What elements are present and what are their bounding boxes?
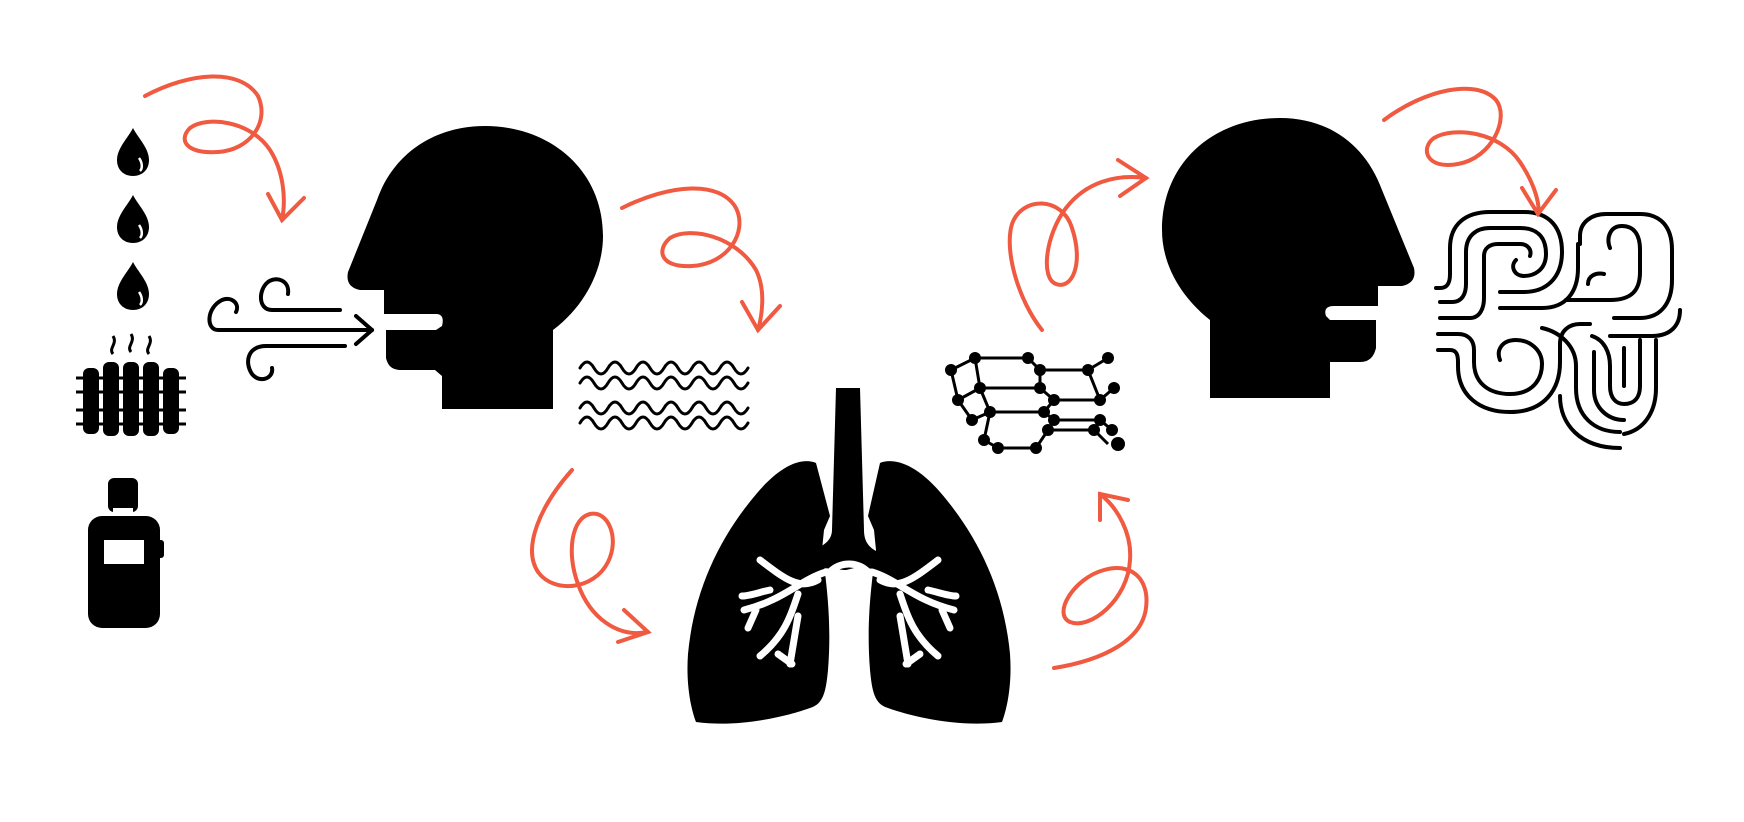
- spray-bottle-icon: [88, 478, 164, 628]
- wind-icon: [207, 277, 374, 382]
- flow-arrow-6: [1382, 86, 1558, 218]
- water-drop-icon: [117, 128, 149, 310]
- flow-arrow-4: [1052, 491, 1149, 670]
- swirling-breath-icon: [1434, 210, 1682, 450]
- head-inhaling-icon: [347, 126, 603, 409]
- lungs-icon: [687, 388, 1011, 724]
- flow-arrow-3: [530, 468, 652, 644]
- flow-arrow-1: [143, 74, 306, 224]
- radiator-icon: [76, 333, 186, 436]
- head-exhaling-icon: [1162, 118, 1415, 398]
- flow-arrow-2: [620, 186, 782, 334]
- flow-arrow-5: [1007, 158, 1150, 332]
- flow-arrows: [143, 74, 1558, 670]
- molecule-network-icon: [945, 352, 1125, 454]
- vapor-waves-icon: [578, 360, 750, 431]
